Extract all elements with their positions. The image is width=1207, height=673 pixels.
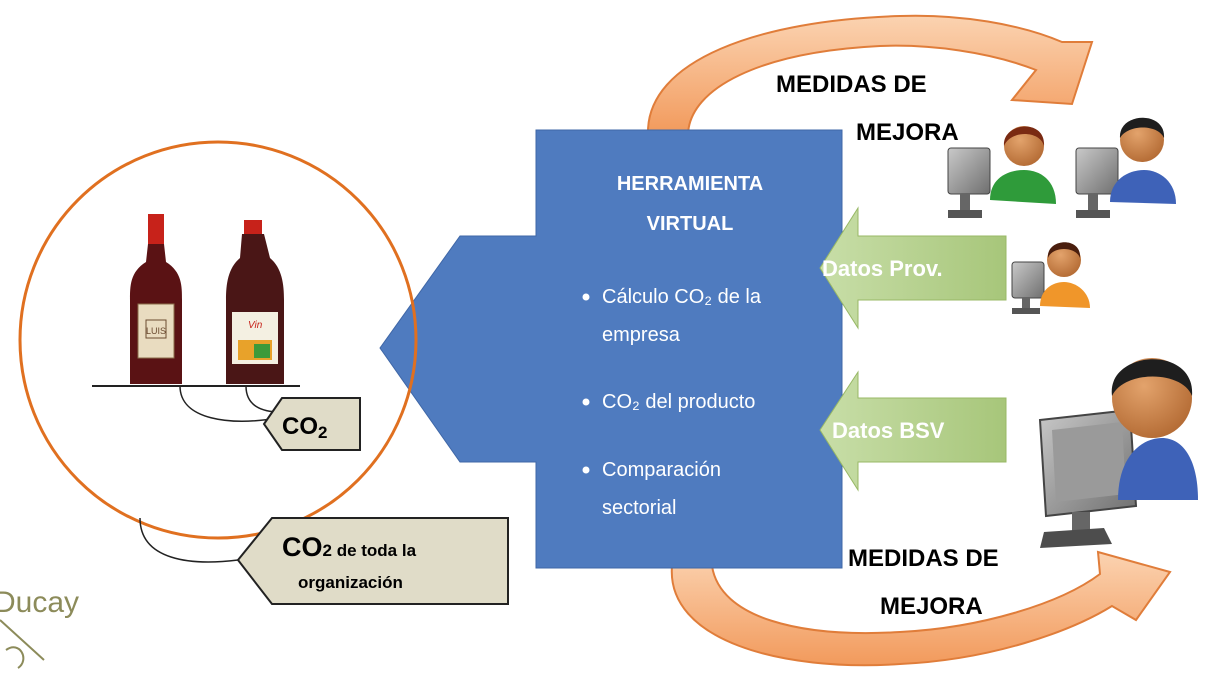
bottom-improvement-line1: MEDIDAS DE <box>848 545 999 572</box>
org-co2-tag: CO2 de toda la organización <box>236 517 509 605</box>
product-connector-line <box>179 385 279 422</box>
tool-box <box>379 129 843 569</box>
bullet-1-line1: Cálculo CO₂ de la <box>602 286 762 308</box>
bullet-3-line2: sectorial <box>602 497 676 519</box>
bullet-3-line1: Comparación <box>602 459 721 481</box>
org-co2-sub: 2 <box>323 541 332 560</box>
wine-bottle-label: LUIS <box>146 326 166 336</box>
top-improvement-arrow <box>646 14 1094 135</box>
ducay-logo: Ducay <box>0 586 79 669</box>
top-improvement-line2: MEJORA <box>856 119 959 146</box>
top-improvement-line1: MEDIDAS DE <box>776 71 927 98</box>
tool-title-line2: VIRTUAL <box>647 213 734 235</box>
supplier-data-label: Datos Prov. <box>822 256 943 281</box>
org-co2-line2: organización <box>298 573 403 592</box>
product-co2-sub: 2 <box>318 423 327 442</box>
product-co2-tag: CO2 <box>262 397 361 451</box>
user-computer-3 <box>1011 242 1090 314</box>
ducay-logo-text: Ducay <box>0 586 79 619</box>
org-co2-rest: de toda la <box>332 541 417 560</box>
user-computer-1 <box>947 126 1056 218</box>
bsv-data-label: Datos BSV <box>832 418 945 443</box>
soda-bottle-label: Vin <box>248 320 263 331</box>
svg-text:CO2 de toda la: CO2 de toda la <box>282 532 417 562</box>
bullet-dot-2 <box>582 398 590 406</box>
bullet-1-line2: empresa <box>602 324 681 346</box>
tool-title-line1: HERRAMIENTA <box>617 173 763 195</box>
product-co2-main: CO <box>282 413 318 440</box>
bottom-improvement-arrow <box>670 550 1172 667</box>
wine-bottle: LUIS <box>130 214 182 384</box>
svg-text:CO2: CO2 <box>282 413 327 442</box>
user-computer-2 <box>1075 117 1176 218</box>
org-connector-line <box>139 517 239 563</box>
product-circle <box>18 140 418 540</box>
soda-bottle: Vin <box>226 220 284 384</box>
bottom-improvement-line2: MEJORA <box>880 593 983 620</box>
bullet-dot-3 <box>582 466 590 474</box>
bullet-2-line1: CO₂ del producto <box>602 391 755 413</box>
bsv-data-arrow <box>819 370 1007 492</box>
org-co2-main: CO <box>282 532 323 562</box>
supplier-data-arrow <box>819 206 1007 330</box>
user-computer-4 <box>1038 358 1198 548</box>
bullet-dot-1 <box>582 293 590 301</box>
